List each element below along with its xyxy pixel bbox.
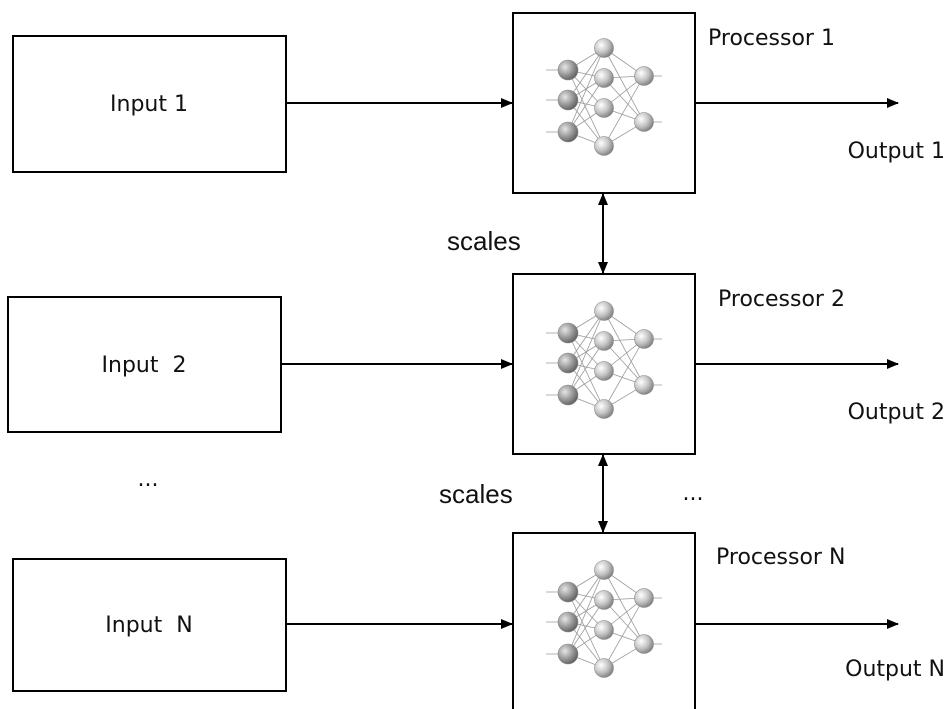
input-label-2: Input 2: [102, 353, 187, 378]
input-box-n: [12, 558, 287, 692]
processor-label-n: Processor N: [716, 545, 845, 570]
ellipsis-inputs: ...: [138, 467, 159, 492]
row-1: Input 1 Processor 1 Output 1: [12, 12, 945, 194]
input-box-1: [12, 35, 287, 173]
input-box-2: [7, 296, 282, 433]
scales-label-2: scales: [439, 479, 513, 509]
scales-label-1: scales: [447, 226, 521, 256]
output-label-2: Output 2: [848, 400, 945, 425]
input-label-1: Input 1: [110, 92, 188, 117]
row-n: Input N Processor N Output N: [12, 532, 945, 709]
ellipsis-outputs: ...: [683, 481, 704, 506]
processor-label-2: Processor 2: [718, 287, 845, 312]
output-label-n: Output N: [845, 657, 945, 682]
input-label-n: Input N: [105, 613, 192, 638]
output-label-1: Output 1: [848, 139, 945, 164]
row-2: Input 2 Processor 2 Output 2: [7, 273, 945, 455]
processor-label-1: Processor 1: [708, 26, 835, 51]
